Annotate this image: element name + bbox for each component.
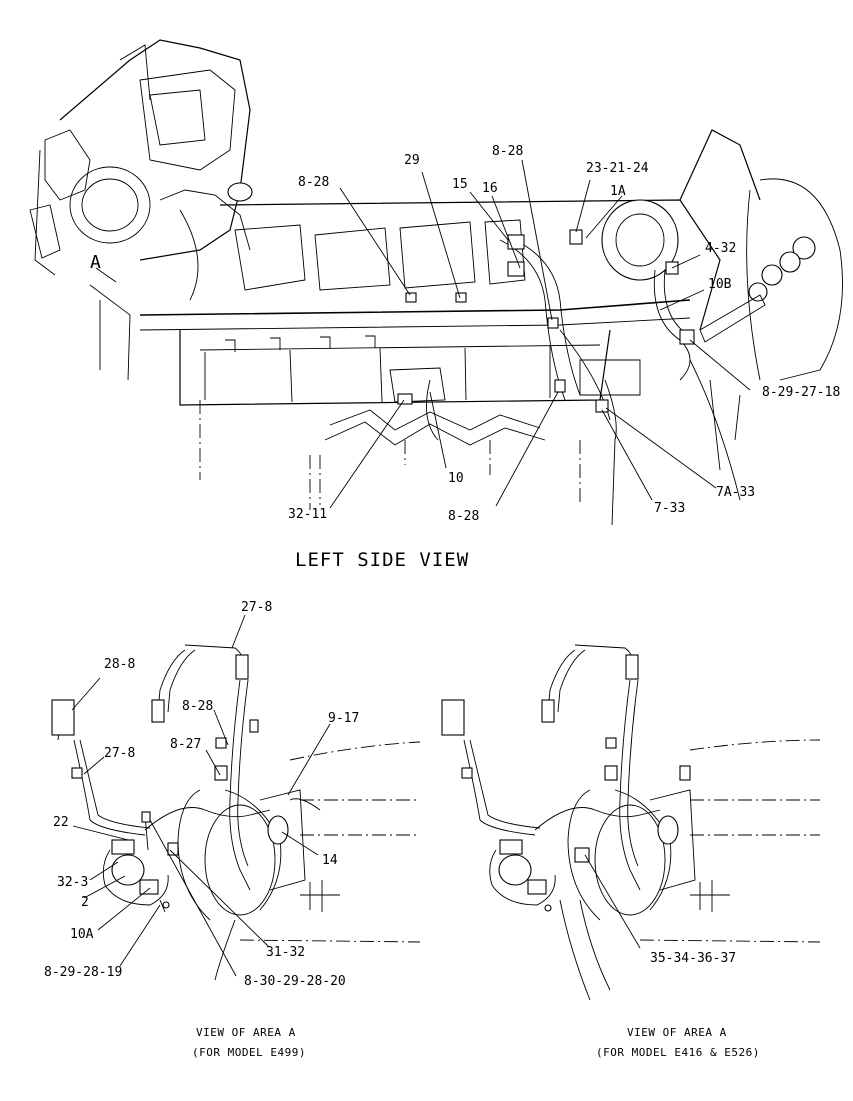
callout-8-28-b: 8-28 (492, 144, 523, 159)
detail-right-leaders (584, 854, 641, 949)
detail-left-leaders (71, 614, 331, 977)
detail-left-drawing (51, 644, 421, 981)
left-side-view-title: LEFT SIDE VIEW (295, 549, 469, 571)
callout-15: 15 (452, 177, 468, 192)
detail-right-caption-line1: VIEW OF AREA A (627, 1026, 727, 1039)
area-a-marker: A (90, 252, 101, 273)
callout-10a: 10A (70, 927, 94, 942)
callout-2: 2 (81, 895, 89, 910)
callout-16: 16 (482, 181, 498, 196)
callout-8-28-detail: 8-28 (182, 699, 213, 714)
callout-14: 14 (322, 853, 338, 868)
callout-28-8: 28-8 (104, 657, 135, 672)
detail-left-caption-line1: VIEW OF AREA A (196, 1026, 296, 1039)
callout-8-29-28-19: 8-29-28-19 (44, 965, 122, 980)
callout-27-8-b: 27-8 (104, 746, 135, 761)
main-view-leaders (95, 159, 751, 509)
detail-left-labels: 27-8 28-8 8-28 8-27 9-17 27-8 22 32-3 2 … (44, 600, 359, 1059)
main-view-labels: 29 8-28 8-28 15 16 23-21-24 1A 4-32 10B … (90, 144, 840, 571)
callout-8-27: 8-27 (170, 737, 201, 752)
callout-22: 22 (53, 815, 69, 830)
callout-10b: 10B (708, 277, 732, 292)
callout-8-28-a: 8-28 (298, 175, 329, 190)
callout-9-17: 9-17 (328, 711, 359, 726)
engine-drawing (29, 39, 843, 526)
detail-right-drawing (441, 644, 821, 1001)
callout-29: 29 (404, 153, 420, 168)
callout-31-32: 31-32 (266, 945, 305, 960)
callout-23-21-24: 23-21-24 (586, 161, 649, 176)
callout-8-29-27-18: 8-29-27-18 (762, 385, 840, 400)
callout-1a: 1A (610, 184, 626, 199)
callout-4-32: 4-32 (705, 241, 736, 256)
callout-8-30-29-28-20: 8-30-29-28-20 (244, 974, 346, 989)
detail-left-caption-line2: (FOR MODEL E499) (192, 1046, 306, 1059)
callout-27-8-a: 27-8 (241, 600, 272, 615)
callout-7-33: 7-33 (654, 501, 685, 516)
callout-8-28-c: 8-28 (448, 509, 479, 524)
detail-right-labels: 35-34-36-37 VIEW OF AREA A (FOR MODEL E4… (596, 951, 760, 1059)
callout-32-11: 32-11 (288, 507, 327, 522)
callout-7a-33: 7A-33 (716, 485, 755, 500)
callout-32-3: 32-3 (57, 875, 88, 890)
callout-10: 10 (448, 471, 464, 486)
detail-right-caption-line2: (FOR MODEL E416 & E526) (596, 1046, 760, 1059)
callout-35-34-36-37: 35-34-36-37 (650, 951, 736, 966)
